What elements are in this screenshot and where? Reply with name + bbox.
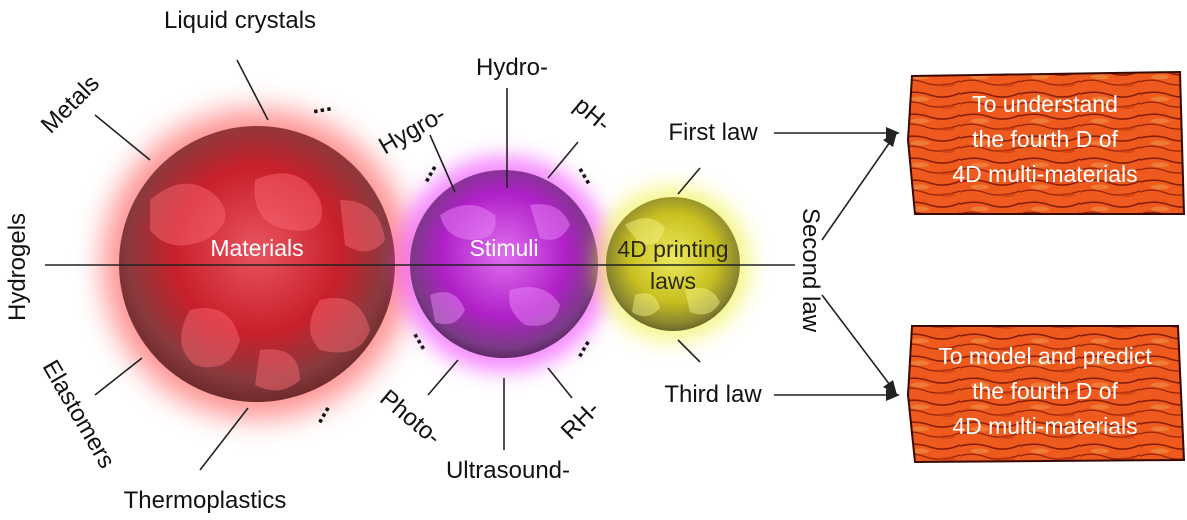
laws-center-label-line2: laws — [650, 268, 696, 294]
label-hydrogels: Hydrogels — [4, 213, 31, 321]
label-ultrasound: Ultrasound- — [446, 457, 570, 484]
outcome-bottom-line1: To model and predict — [938, 343, 1152, 369]
label-first-law: First law — [668, 119, 758, 146]
outcome-top-line3: 4D multi-materials — [952, 161, 1137, 187]
label-second-law: Second law — [797, 208, 824, 333]
outcome-box-bottom: To model and predict the fourth D of 4D … — [908, 326, 1184, 462]
arrow-first-law — [774, 127, 900, 139]
ellipsis-materials-top: ... — [309, 90, 333, 120]
laws-center-label-line1: 4D printing — [617, 236, 728, 262]
arrow-third-law — [774, 389, 900, 401]
label-metals: Metals — [36, 70, 105, 139]
stimuli-sphere — [410, 170, 598, 358]
spoke-rh — [548, 368, 572, 398]
label-liquid-crystals: Liquid crystals — [164, 7, 316, 34]
outcome-top-line2: the fourth D of — [972, 126, 1118, 152]
arrow-second-to-top — [822, 132, 897, 240]
outcome-bottom-line3: 4D multi-materials — [952, 413, 1137, 439]
laws-sphere — [606, 197, 740, 331]
spoke-third-law — [678, 340, 700, 362]
outcome-bottom-line2: the fourth D of — [972, 378, 1118, 404]
arrow-second-to-bottom — [822, 295, 897, 395]
stimuli-center-label: Stimuli — [469, 235, 538, 261]
label-ph: pH- — [569, 92, 616, 138]
materials-sphere — [119, 126, 395, 402]
materials-center-label: Materials — [210, 235, 303, 261]
spoke-thermoplastics — [200, 408, 248, 470]
label-elastomers: Elastomers — [37, 356, 120, 473]
label-hydro: Hydro- — [476, 54, 548, 81]
label-thermoplastics: Thermoplastics — [124, 487, 287, 514]
label-photo: Photo- — [375, 385, 447, 451]
outcome-top-line1: To understand — [972, 91, 1118, 117]
outcome-box-top: To understand the fourth D of 4D multi-m… — [908, 72, 1184, 214]
spoke-elastomers — [95, 358, 142, 395]
ellipsis-stimuli-right-top: ... — [573, 158, 606, 189]
spoke-photo — [428, 360, 458, 395]
label-hygro: Hygro- — [374, 101, 450, 160]
spoke-metals — [95, 115, 150, 160]
label-third-law: Third law — [664, 381, 762, 408]
label-rh: RH- — [556, 396, 605, 445]
